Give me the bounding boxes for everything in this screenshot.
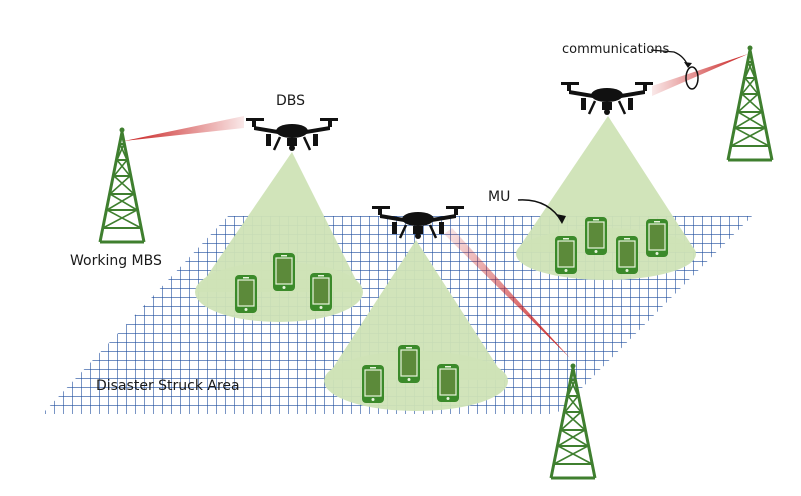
mu-label: MU bbox=[488, 189, 510, 205]
phone-icon bbox=[615, 235, 639, 275]
phone-icon bbox=[584, 216, 608, 256]
link-right-dbs-to-mbs bbox=[652, 54, 748, 96]
phone-icon bbox=[272, 252, 296, 292]
tower-icon bbox=[98, 126, 146, 244]
phone-icon bbox=[436, 363, 460, 403]
link-left-mbs-to-dbs bbox=[124, 116, 244, 141]
phone-icon bbox=[309, 272, 333, 312]
dbs-label: DBS bbox=[276, 93, 305, 109]
working-mbs-label: Working MBS bbox=[70, 253, 162, 269]
disaster-area-label: Disaster Struck Area bbox=[96, 378, 240, 394]
drone-icon bbox=[244, 116, 340, 153]
communications-marker bbox=[685, 66, 699, 90]
communications-label: communications bbox=[562, 42, 670, 57]
link-middle-dbs-to-mbs bbox=[444, 228, 570, 358]
phone-icon bbox=[361, 364, 385, 404]
drone-icon bbox=[559, 80, 655, 117]
phone-icon bbox=[554, 235, 578, 275]
phone-icon bbox=[397, 344, 421, 384]
phone-icon bbox=[234, 274, 258, 314]
phone-icon bbox=[645, 218, 669, 258]
coverage-cone-middle bbox=[325, 240, 506, 380]
coverage-cone-left bbox=[196, 152, 362, 292]
tower-icon bbox=[726, 44, 774, 162]
